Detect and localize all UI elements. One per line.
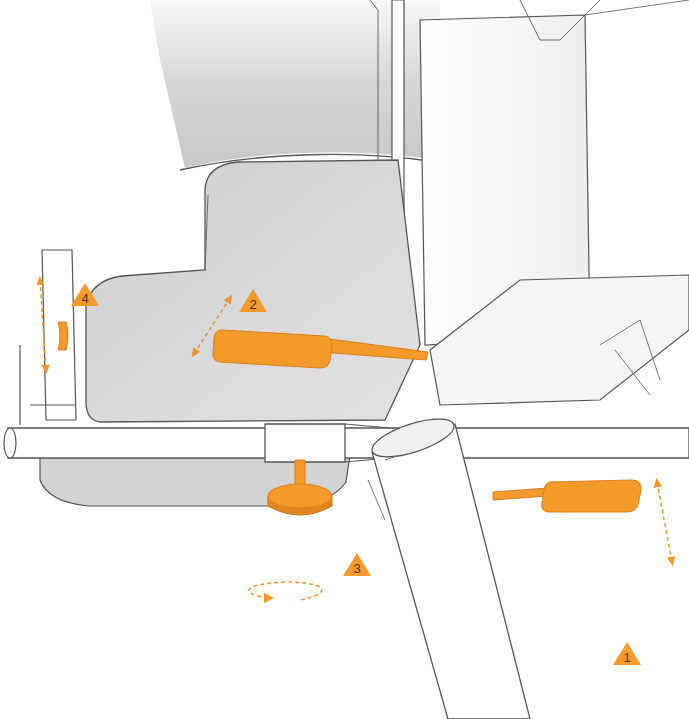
rotation-arrowhead: [264, 593, 274, 603]
back-cushion: [86, 160, 420, 422]
callout-number: 3: [342, 562, 372, 576]
lever-rod: [493, 488, 548, 500]
frame-line: [520, 0, 600, 40]
height-lever: [542, 480, 641, 512]
horizontal-bar: [8, 428, 689, 458]
motion-arrow: [40, 280, 46, 370]
callout-number: 4: [70, 292, 100, 306]
callout-triangle: [239, 289, 267, 312]
armrest-post: [42, 250, 76, 420]
footplate-ribs: [600, 320, 660, 395]
support-tube: [372, 424, 530, 719]
callout-triangle: [613, 642, 641, 665]
cushion-seam: [205, 195, 208, 270]
bar-joint: [265, 424, 345, 462]
post-bracket: [20, 345, 75, 425]
callout-triangle: [343, 553, 371, 576]
callout-number: 2: [238, 298, 268, 312]
armrest-lever: [58, 322, 68, 350]
lever-rod: [320, 338, 428, 360]
motion-arrow: [194, 298, 230, 354]
motion-arrow: [657, 482, 672, 562]
backrest-lever: [213, 330, 332, 368]
bar-end: [4, 428, 16, 458]
callout-number: 1: [612, 651, 642, 665]
callout-triangle: [71, 283, 99, 306]
tube-line: [368, 455, 400, 520]
footplate: [430, 275, 689, 405]
adjustment-knob: [268, 484, 332, 508]
tube-top: [368, 411, 458, 464]
rotation-arrow: [249, 582, 322, 600]
